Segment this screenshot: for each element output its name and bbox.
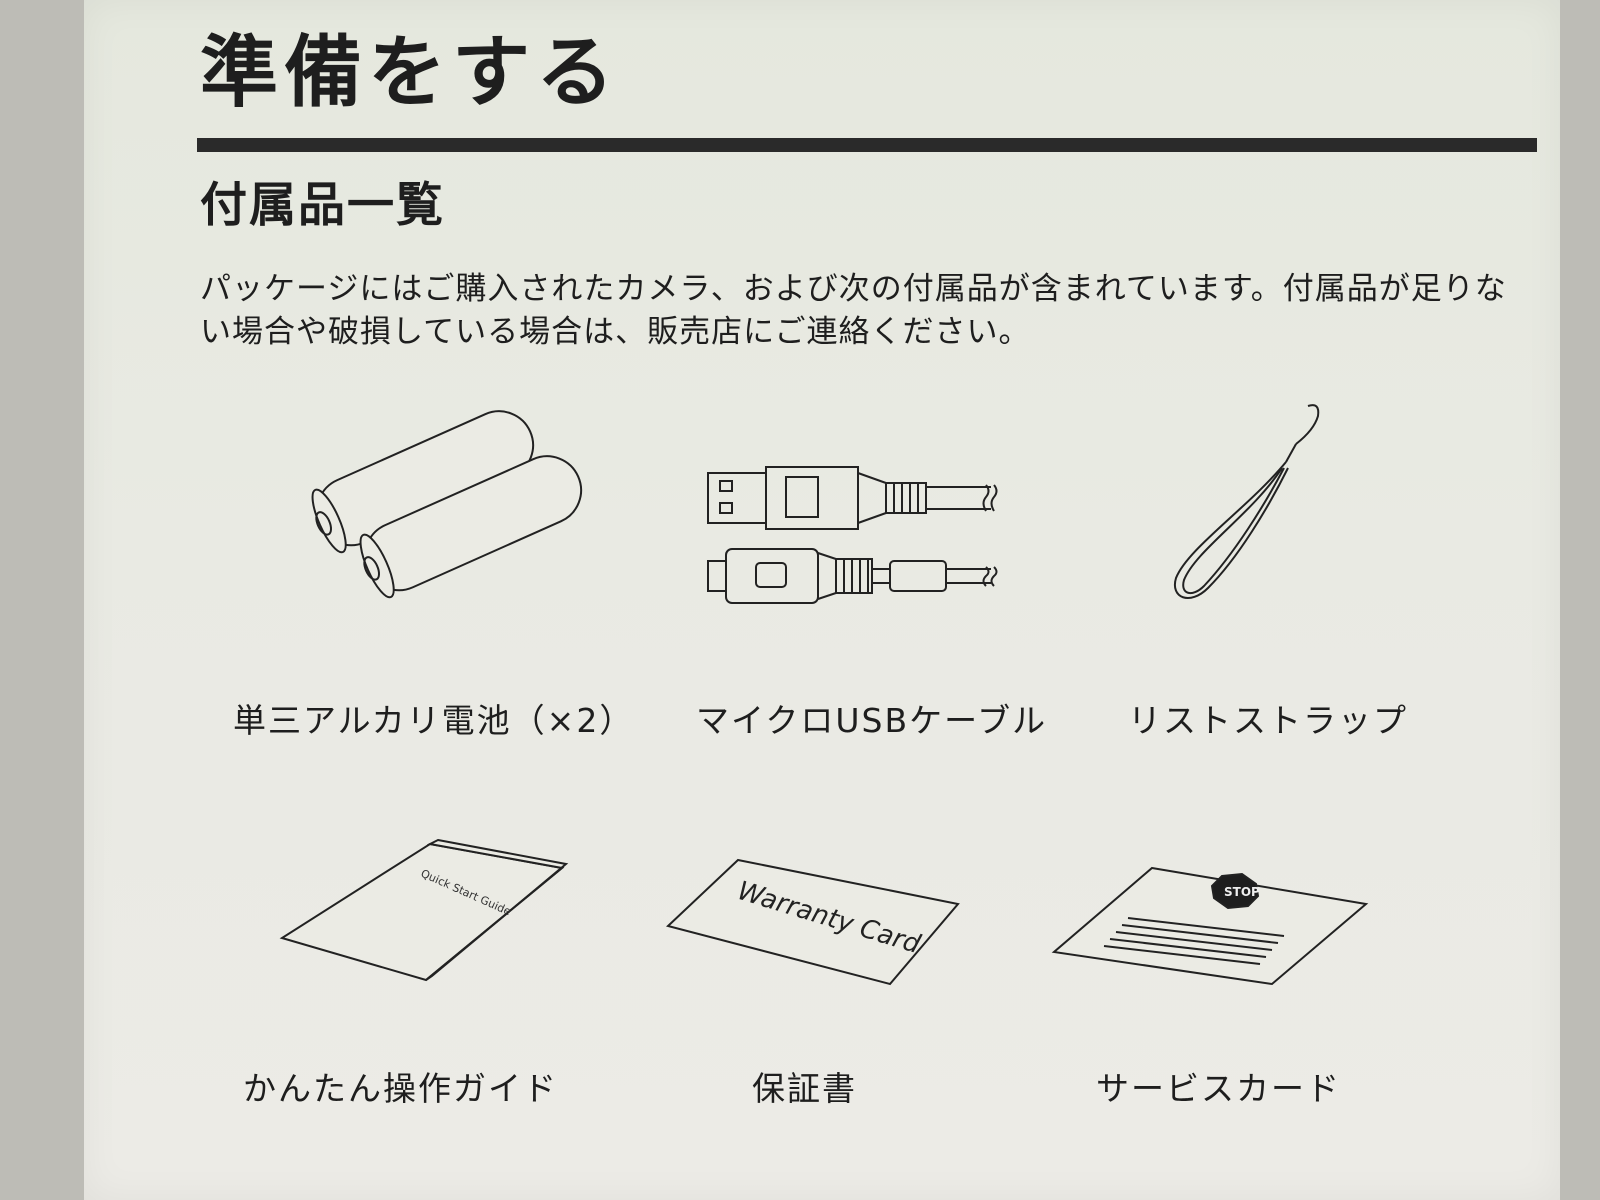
quick-start-guide-icon: Quick Start Guide: [280, 838, 570, 988]
warranty-label: 保証書: [752, 1069, 857, 1108]
wrist-strap-label: リストストラップ: [1128, 701, 1408, 740]
stop-sign-icon: [1212, 874, 1258, 908]
warranty-card-icon: Warranty Card: [666, 858, 966, 988]
stop-printed-text: STOP: [1224, 885, 1260, 899]
title-underline: [197, 138, 1537, 152]
usb-cable-label: マイクロUSBケーブル: [696, 701, 1048, 740]
wrist-strap-icon: [1168, 398, 1338, 613]
batteries-label: 単三アルカリ電池（×2）: [233, 701, 635, 740]
service-card-label: サービスカード: [1096, 1069, 1341, 1108]
batteries-icon: [290, 430, 580, 610]
page-title: 準備をする: [200, 28, 621, 118]
manual-page: 準備をする 付属品一覧 パッケージにはご購入されたカメラ、および次の付属品が含ま…: [84, 0, 1560, 1200]
quick-guide-label: かんたん操作ガイド: [243, 1069, 558, 1108]
intro-paragraph: パッケージにはご購入されたカメラ、および次の付属品が含まれています。付属品が足り…: [200, 271, 1507, 350]
service-card-icon: STOP: [1052, 866, 1372, 986]
usb-cable-icon: [706, 465, 1006, 615]
section-heading: 付属品一覧: [200, 178, 445, 233]
